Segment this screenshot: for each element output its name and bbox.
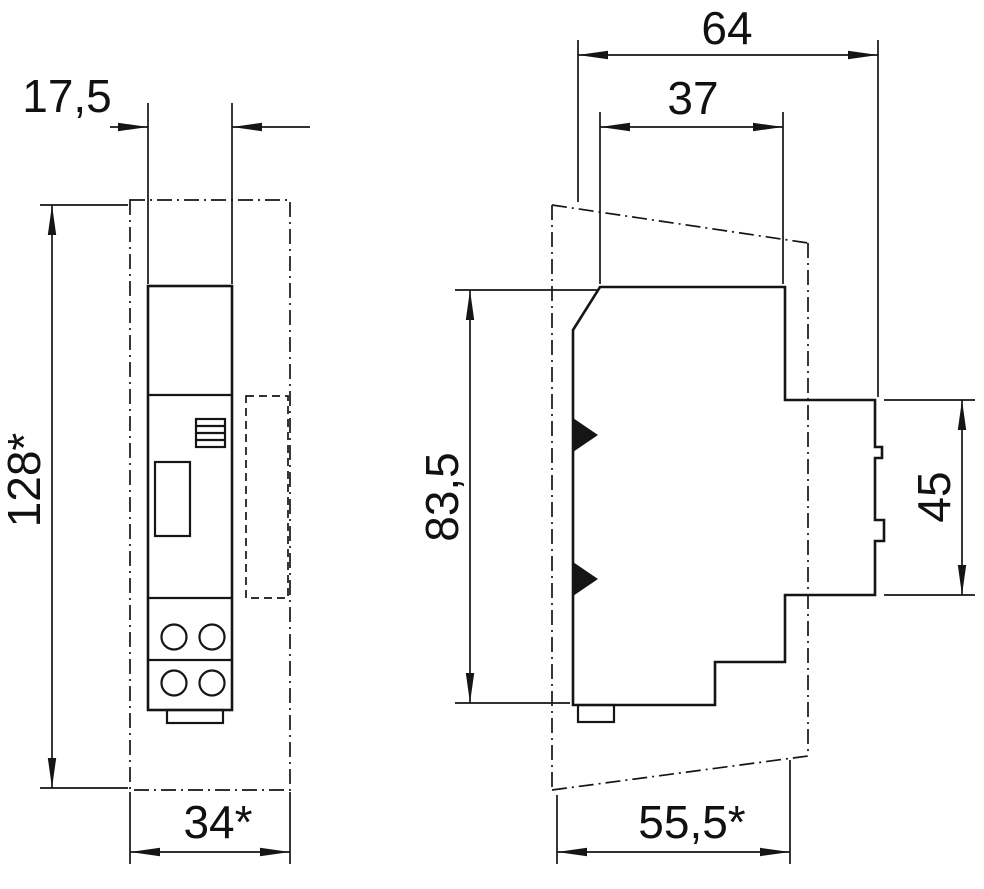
terminal-screw <box>160 669 188 697</box>
dim-module-width: 17,5 <box>22 70 310 284</box>
dim-front-depth: 37 <box>599 72 784 284</box>
dim-label-body-height: 83,5 <box>416 452 468 542</box>
dim-label-module-width: 17,5 <box>22 70 112 122</box>
side-clip-notch-lower <box>573 562 598 596</box>
side-max-outline-top <box>551 204 809 244</box>
dim-rail-height: 45 <box>884 399 975 596</box>
dim-total-height: 128* <box>0 204 128 789</box>
side-view: 64 37 83,5 45 55,5* <box>416 2 975 864</box>
front-bottom-tab <box>165 708 225 725</box>
terminal-screw <box>160 623 188 651</box>
dim-total-depth: 64 <box>577 2 879 397</box>
dim-label-total-height: 128* <box>0 433 50 528</box>
dim-label-total-depth: 64 <box>701 2 752 54</box>
dim-label-rail-height: 45 <box>908 471 960 522</box>
side-clip-notch-upper <box>573 418 598 452</box>
terminal-screw <box>198 669 226 697</box>
side-foot <box>576 703 616 724</box>
dim-base-width: 34* <box>129 792 291 864</box>
front-hidden-outline <box>245 395 289 599</box>
side-max-outline-bottom <box>551 755 809 791</box>
dim-body-height: 83,5 <box>416 289 597 704</box>
front-view: 17,5 128* 34* <box>0 70 310 864</box>
dim-label-front-depth: 37 <box>667 72 718 124</box>
dim-label-base-depth: 55,5* <box>638 796 746 848</box>
side-profile <box>571 285 886 707</box>
front-label-window <box>153 460 192 538</box>
terminal-screw <box>198 623 226 651</box>
dim-label-base-width: 34* <box>183 796 252 848</box>
dim-base-depth: 55,5* <box>556 760 791 864</box>
front-max-outline <box>129 199 291 791</box>
